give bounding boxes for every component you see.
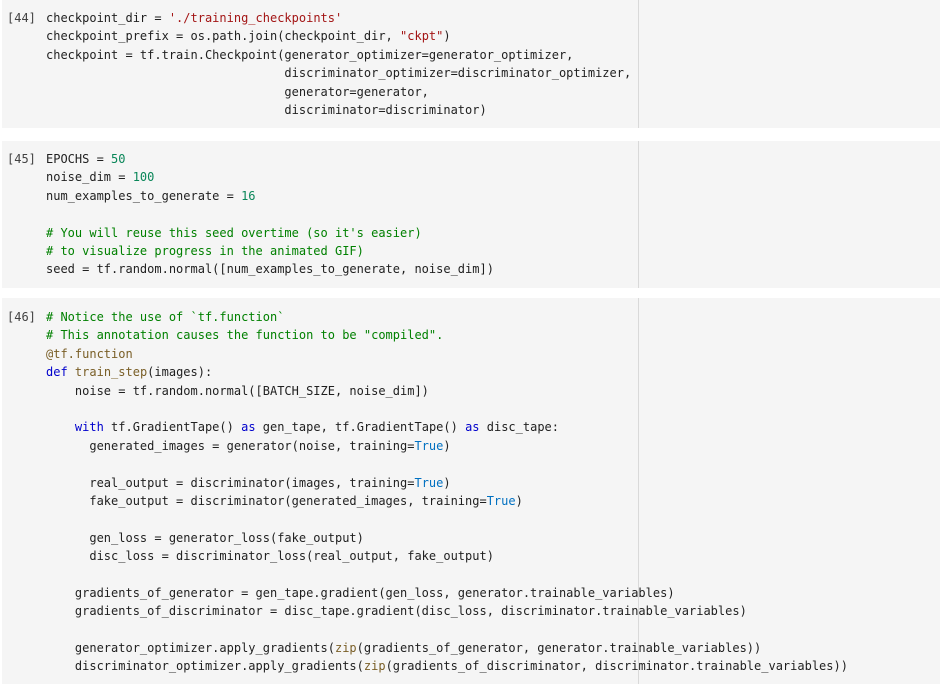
code-token: (gradients_of_generator, generator.train… <box>356 641 762 656</box>
code-cell-44[interactable]: [44] checkpoint_dir = './training_checkp… <box>2 0 940 128</box>
code-line: disc_loss = discriminator_loss(real_outp… <box>46 547 848 565</box>
code-token: discriminator_optimizer=discriminator_op… <box>46 66 632 81</box>
code-token: gradients_of_discriminator = disc_tape.g… <box>46 604 747 619</box>
code-line: discriminator=discriminator) <box>46 101 631 119</box>
code-token: with <box>74 420 104 435</box>
code-token: gen_tape, tf.GradientTape() <box>255 420 466 435</box>
code-token: fake_output = discriminator(generated_im… <box>46 493 487 508</box>
code-token: generator_optimizer.apply_gradients( <box>46 641 335 656</box>
code-line: generator_optimizer.apply_gradients(zip(… <box>46 639 848 657</box>
code-token: (images): <box>147 365 213 380</box>
code-line: # to visualize progress in the animated … <box>46 242 494 260</box>
code-line: generated_images = generator(noise, trai… <box>46 437 848 455</box>
code-line: # You will reuse this seed overtime (so … <box>46 224 494 242</box>
code-line: gen_loss = generator_loss(fake_output) <box>46 529 848 547</box>
code-token: generator=generator, <box>46 84 429 99</box>
code-token: discriminator_optimizer.apply_gradients( <box>46 659 364 674</box>
code-token: checkpoint = tf.train.Checkpoint(generat… <box>46 47 574 62</box>
code-line: checkpoint_dir = './training_checkpoints… <box>46 9 631 27</box>
code-line <box>46 621 848 639</box>
code-token: zip <box>363 659 386 674</box>
code-token: checkpoint_dir = <box>46 11 169 25</box>
code-token: noise = tf.random.normal([BATCH_SIZE, no… <box>46 383 429 398</box>
code-token: gen_loss = generator_loss(fake_output) <box>46 530 364 545</box>
code-line <box>46 455 848 473</box>
code-line: noise_dim = 100 <box>46 168 494 186</box>
code-token: disc_loss = discriminator_loss(real_outp… <box>46 549 494 564</box>
code-line: # Notice the use of `tf.function` <box>46 308 848 326</box>
code-token: (gradients_of_discriminator, discriminat… <box>385 659 848 674</box>
code-token: noise_dim = <box>46 170 133 185</box>
code-line <box>46 565 848 583</box>
code-token: discriminator=discriminator) <box>46 102 487 117</box>
code-token: './training_checkpoints' <box>168 11 343 25</box>
code-line: num_examples_to_generate = 16 <box>46 187 494 205</box>
code-token: 100 <box>132 170 155 185</box>
code-line: discriminator_optimizer=discriminator_op… <box>46 64 631 82</box>
code-token: gradients_of_generator = gen_tape.gradie… <box>46 585 675 600</box>
code-line: with tf.GradientTape() as gen_tape, tf.G… <box>46 418 848 436</box>
line-length-ruler <box>638 141 639 288</box>
code-editor[interactable]: checkpoint_dir = './training_checkpoints… <box>46 9 631 119</box>
code-token: 16 <box>241 188 256 203</box>
code-line: checkpoint_prefix = os.path.join(checkpo… <box>46 27 631 45</box>
code-line: noise = tf.random.normal([BATCH_SIZE, no… <box>46 382 848 400</box>
code-cell-46[interactable]: [46] # Notice the use of `tf.function`# … <box>2 298 940 684</box>
execution-count: [45] <box>7 152 36 166</box>
code-token: True <box>414 438 444 453</box>
code-line <box>46 510 848 528</box>
code-token: @tf.function <box>46 346 133 361</box>
code-line: generator=generator, <box>46 83 631 101</box>
line-length-ruler <box>638 298 639 684</box>
code-token: True <box>414 475 444 490</box>
code-token: def <box>46 365 68 380</box>
code-token: num_examples_to_generate = <box>46 188 242 203</box>
code-token: ) <box>443 438 451 453</box>
code-token: True <box>486 493 516 508</box>
code-editor[interactable]: # Notice the use of `tf.function` # This … <box>46 308 848 676</box>
execution-count: [44] <box>7 11 36 25</box>
code-token: EPOCHS = <box>46 152 112 166</box>
code-line: # This annotation causes the function to… <box>46 326 848 344</box>
code-line: seed = tf.random.normal([num_examples_to… <box>46 260 494 278</box>
code-token: as <box>241 420 256 435</box>
code-token <box>46 420 75 434</box>
code-token: generated_images = generator(noise, trai… <box>46 438 415 453</box>
execution-count: [46] <box>7 310 36 324</box>
code-token: disc_tape: <box>479 420 559 435</box>
code-line: @tf.function <box>46 345 848 363</box>
code-token: seed = tf.random.normal([num_examples_to… <box>46 262 494 277</box>
code-line: def train_step(images): <box>46 363 848 381</box>
code-line <box>46 205 494 223</box>
code-token: # You will reuse this seed overtime (so … <box>46 225 422 240</box>
code-line: fake_output = discriminator(generated_im… <box>46 492 848 510</box>
code-token: ) <box>443 475 451 490</box>
code-line: gradients_of_discriminator = disc_tape.g… <box>46 602 848 620</box>
line-length-ruler <box>638 0 639 128</box>
code-token: 50 <box>111 152 126 166</box>
code-token: as <box>465 420 480 435</box>
code-token: real_output = discriminator(images, trai… <box>46 475 415 490</box>
code-token <box>68 365 75 379</box>
code-token: # to visualize progress in the animated … <box>46 243 364 258</box>
code-token: train_step <box>74 365 148 380</box>
code-token: # This annotation causes the function to… <box>46 328 444 343</box>
code-token: tf.GradientTape() <box>103 420 242 435</box>
code-token: ) <box>515 493 523 508</box>
code-token: # Notice the use of `tf.function` <box>46 310 285 324</box>
code-line: gradients_of_generator = gen_tape.gradie… <box>46 584 848 602</box>
code-token: ) <box>443 29 451 44</box>
code-line: EPOCHS = 50 <box>46 150 494 168</box>
code-line: checkpoint = tf.train.Checkpoint(generat… <box>46 46 631 64</box>
code-token: zip <box>334 641 357 656</box>
code-token: "ckpt" <box>400 29 444 44</box>
code-line <box>46 400 848 418</box>
code-line: discriminator_optimizer.apply_gradients(… <box>46 657 848 675</box>
code-token: checkpoint_prefix = os.path.join(checkpo… <box>46 29 401 44</box>
code-line: real_output = discriminator(images, trai… <box>46 474 848 492</box>
